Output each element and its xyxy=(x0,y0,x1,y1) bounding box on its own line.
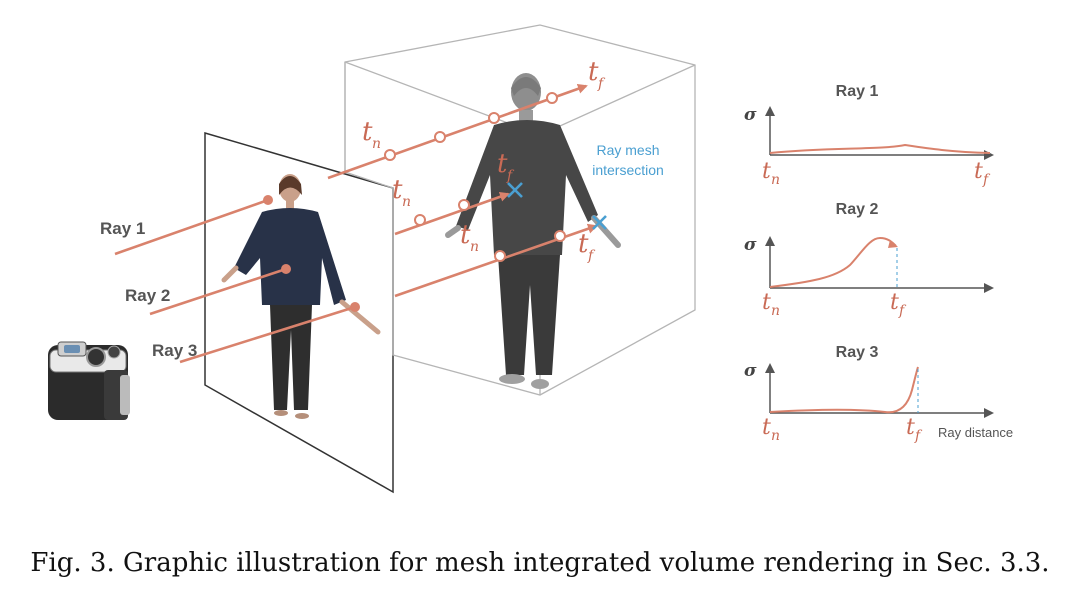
plot-3-y-label: σ xyxy=(744,361,757,381)
svg-text:n: n xyxy=(470,239,479,255)
annotation-line-1: Ray mesh xyxy=(596,142,659,158)
plot-2-y-label: σ xyxy=(744,235,757,255)
ray-lines xyxy=(114,83,598,364)
svg-text:t: t xyxy=(974,159,983,184)
ray-label-3: Ray 3 xyxy=(152,341,197,360)
figure-caption: Fig. 3. Graphic illustration for mesh in… xyxy=(30,548,1050,578)
svg-text:n: n xyxy=(771,172,780,188)
svg-text:t: t xyxy=(890,290,899,315)
person-photo xyxy=(221,174,381,419)
svg-text:t: t xyxy=(578,229,589,259)
svg-text:f: f xyxy=(597,76,606,92)
svg-text:f: f xyxy=(898,303,907,319)
plot-3-x-label: Ray distance xyxy=(938,425,1013,440)
mesh-person xyxy=(445,73,621,389)
svg-text:t: t xyxy=(497,149,508,179)
svg-text:f: f xyxy=(914,428,923,444)
svg-text:t: t xyxy=(762,159,771,184)
svg-text:n: n xyxy=(771,428,780,444)
plot-1-y-label: σ xyxy=(744,105,757,125)
svg-text:n: n xyxy=(771,303,780,319)
svg-text:n: n xyxy=(372,136,381,152)
ray2-far-label: t f xyxy=(497,149,515,184)
plot-title-3: Ray 3 xyxy=(836,344,879,361)
sample-points xyxy=(263,92,566,312)
ray3-far-label: t f xyxy=(578,229,596,264)
svg-text:t: t xyxy=(762,415,771,440)
density-plot-ray-3: Ray 3 σ t n t f Ray distance xyxy=(744,344,1013,444)
ray3-near-label: t n xyxy=(460,220,479,255)
plot-title-2: Ray 2 xyxy=(836,201,879,218)
intersection-cross-icon xyxy=(507,182,607,230)
svg-text:t: t xyxy=(762,290,771,315)
density-plot-ray-2: Ray 2 σ t n t f xyxy=(744,201,994,319)
annotation-line-2: intersection xyxy=(592,162,664,178)
svg-text:f: f xyxy=(506,168,515,184)
svg-text:n: n xyxy=(402,194,411,210)
camera-icon xyxy=(48,341,130,420)
svg-text:f: f xyxy=(587,248,596,264)
svg-text:t: t xyxy=(362,117,373,147)
ray2-near-label: t n xyxy=(392,175,411,210)
ray-label-1: Ray 1 xyxy=(100,219,145,238)
figure-illustration: Ray 1 Ray 2 Ray 3 t n t f t n t f t n t … xyxy=(48,24,1013,494)
ray-label-2: Ray 2 xyxy=(125,286,170,305)
svg-text:t: t xyxy=(460,220,471,250)
svg-text:f: f xyxy=(982,172,991,188)
plot-title-1: Ray 1 xyxy=(836,83,879,100)
density-plot-ray-1: Ray 1 σ t n t f xyxy=(744,83,994,188)
svg-text:t: t xyxy=(392,175,403,205)
svg-text:t: t xyxy=(906,415,915,440)
ray1-near-label: t n xyxy=(362,117,381,152)
ray1-far-label: t f xyxy=(588,57,606,92)
svg-text:t: t xyxy=(588,57,599,87)
